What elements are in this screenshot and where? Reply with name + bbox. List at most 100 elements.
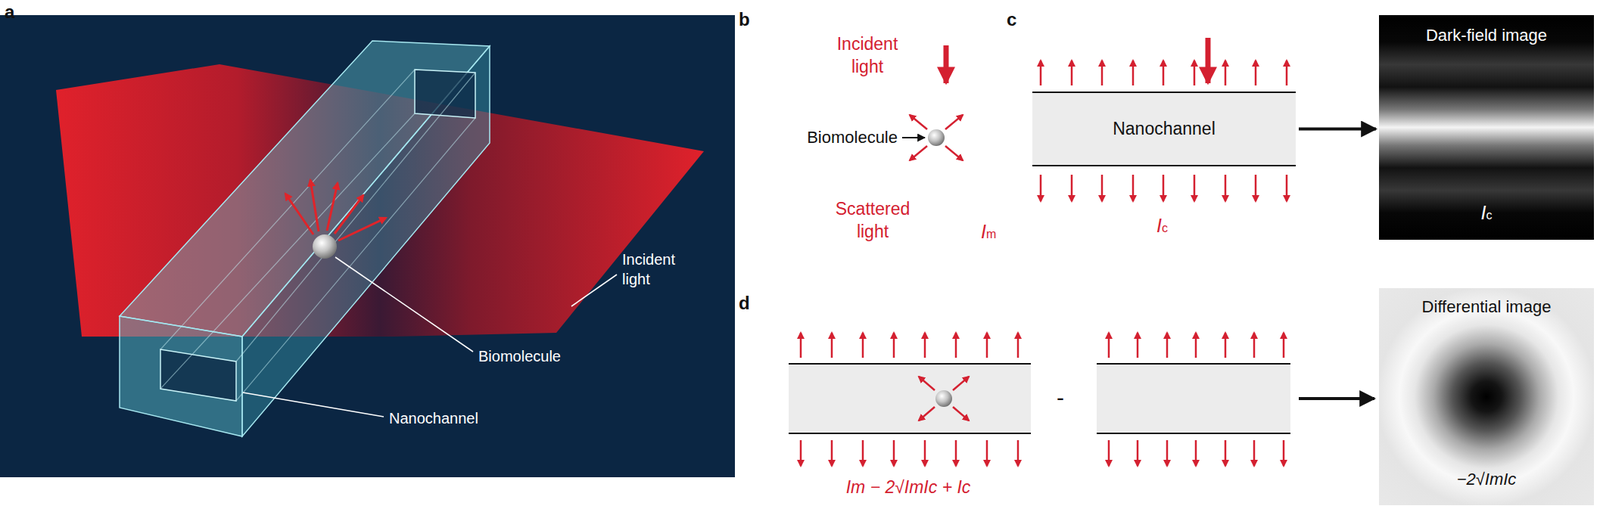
background-arrow	[1224, 333, 1227, 358]
background-arrow	[1224, 174, 1227, 202]
background-arrow	[1162, 174, 1165, 202]
process-arrow	[1298, 127, 1376, 131]
background-arrow	[1017, 333, 1020, 358]
background-arrow	[1282, 333, 1286, 358]
background-arrow	[831, 333, 834, 358]
background-arrow	[1166, 333, 1169, 358]
background-arrow	[1195, 333, 1198, 358]
channel-wall	[788, 432, 1031, 435]
background-arrow	[1070, 60, 1074, 86]
channel-front-face	[119, 316, 243, 437]
light-label: Scattered light	[819, 198, 926, 244]
background-arrow	[1254, 60, 1258, 86]
image-title: Dark-field image	[1425, 25, 1548, 46]
background-arrow	[986, 440, 989, 467]
leader-line	[571, 274, 617, 307]
background-arrow	[1193, 174, 1196, 202]
background-arrow	[1285, 174, 1289, 202]
callout-label: Biomolecule	[478, 346, 561, 367]
channel-side-face	[242, 46, 490, 437]
channel-label: Nanochannel	[1112, 118, 1216, 141]
background-arrow	[1108, 333, 1111, 358]
scatter-arrow	[326, 183, 338, 231]
scatter-arrow	[338, 217, 386, 241]
channel-wall	[1096, 363, 1291, 365]
intensity-formula: Im − 2√ImIc + Ic	[756, 476, 1060, 500]
background-arrow	[862, 440, 865, 467]
background-arrow	[1162, 60, 1165, 86]
channel-opening	[414, 69, 476, 119]
background-arrow	[1254, 174, 1258, 202]
background-arrow	[1039, 60, 1043, 86]
background-arrow	[893, 440, 896, 467]
process-arrow	[1298, 397, 1375, 401]
background-arrow	[1132, 60, 1135, 86]
background-arrow	[1253, 333, 1256, 358]
scatter-arrow	[334, 195, 364, 234]
panel-letter: a	[4, 0, 15, 24]
channel-wall	[788, 363, 1031, 365]
incident-arrow	[1205, 37, 1211, 84]
panel-letter: c	[1006, 7, 1017, 32]
scatter-arrow	[909, 146, 928, 161]
minus-sign: -	[1056, 382, 1065, 413]
background-arrow	[1017, 440, 1020, 467]
intensity-symbol: Ic	[1481, 201, 1493, 225]
background-arrow	[955, 440, 958, 467]
scatter-arrow	[945, 115, 963, 130]
background-arrow	[1285, 60, 1289, 86]
biomolecule-sphere	[935, 390, 953, 408]
differential-image: Differential image−2√ImIc	[1378, 288, 1594, 506]
dark-field-image: Dark-field imageIc	[1378, 15, 1594, 240]
pointer-arrow	[902, 136, 925, 139]
leader-line	[242, 392, 384, 418]
biomolecule-sphere	[927, 129, 945, 147]
background-arrow	[1193, 60, 1196, 86]
background-arrow	[1101, 174, 1104, 202]
callout-label: Biomolecule	[794, 127, 898, 150]
scatter-arrow	[310, 180, 319, 232]
channel-inner-edge	[236, 118, 476, 402]
scatter-arrow	[952, 407, 969, 421]
incident-arrow	[943, 45, 950, 84]
callout-label: Nanochannel	[389, 408, 479, 429]
intensity-symbol: Ic	[1156, 213, 1168, 239]
channel-wall	[1096, 432, 1291, 435]
background-arrow	[986, 333, 989, 358]
background-arrow	[1224, 60, 1227, 86]
channel-inner-edge	[236, 72, 476, 362]
panel-letter: d	[738, 291, 751, 315]
background-arrow	[955, 333, 958, 358]
background-arrow	[1166, 440, 1169, 467]
background-arrow	[1224, 440, 1227, 467]
leader-line	[335, 257, 474, 352]
background-arrow	[1039, 174, 1043, 202]
background-arrow	[1253, 440, 1256, 467]
scatter-arrow	[285, 193, 314, 235]
background-arrow	[924, 333, 927, 358]
scatter-arrow	[945, 146, 963, 161]
background-arrow	[1136, 333, 1140, 358]
scatter-arrow	[918, 376, 935, 391]
background-arrow	[1282, 440, 1286, 467]
background-arrow	[1070, 174, 1074, 202]
nanochannel-band: Nanochannel	[1032, 91, 1296, 167]
image-title: Differential image	[1422, 297, 1552, 318]
channel-band	[1096, 364, 1291, 434]
background-arrow	[893, 333, 896, 358]
background-arrow	[800, 440, 803, 467]
scatter-arrow	[918, 407, 935, 421]
biomolecule-sphere	[312, 234, 337, 259]
panel-background	[0, 15, 735, 478]
background-arrow	[924, 440, 927, 467]
background-arrow	[862, 333, 865, 358]
background-arrow	[1136, 440, 1140, 467]
background-arrow	[1101, 60, 1104, 86]
scatter-arrow	[909, 115, 928, 130]
background-arrow	[800, 333, 803, 358]
channel-band	[788, 364, 1031, 434]
